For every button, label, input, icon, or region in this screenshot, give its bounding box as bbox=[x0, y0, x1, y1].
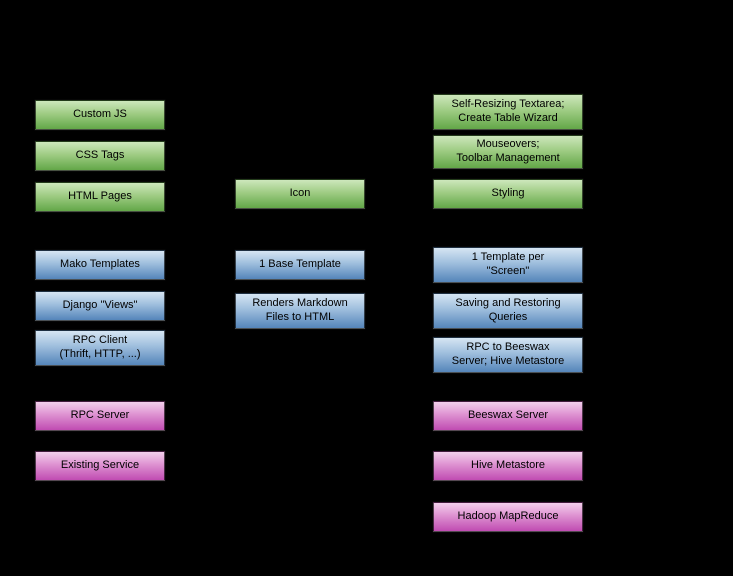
box-existing-service: Existing Service bbox=[35, 451, 165, 481]
box-hive-metastore: Hive Metastore bbox=[433, 451, 583, 481]
box-mouseovers-toolbar: Mouseovers; Toolbar Management bbox=[433, 135, 583, 169]
box-mako-templates: Mako Templates bbox=[35, 250, 165, 280]
box-custom-js: Custom JS bbox=[35, 100, 165, 130]
box-styling: Styling bbox=[433, 179, 583, 209]
box-saving-restoring-queries: Saving and Restoring Queries bbox=[433, 293, 583, 329]
box-self-resizing-textarea: Self-Resizing Textarea; Create Table Wiz… bbox=[433, 94, 583, 130]
box-one-template-per-screen: 1 Template per "Screen" bbox=[433, 247, 583, 283]
box-hadoop-mapreduce: Hadoop MapReduce bbox=[433, 502, 583, 532]
box-one-base-template: 1 Base Template bbox=[235, 250, 365, 280]
box-icon: Icon bbox=[235, 179, 365, 209]
box-css-tags: CSS Tags bbox=[35, 141, 165, 171]
box-rpc-server: RPC Server bbox=[35, 401, 165, 431]
box-renders-markdown: Renders Markdown Files to HTML bbox=[235, 293, 365, 329]
box-html-pages: HTML Pages bbox=[35, 182, 165, 212]
box-django-views: Django "Views" bbox=[35, 291, 165, 321]
box-beeswax-server: Beeswax Server bbox=[433, 401, 583, 431]
box-rpc-to-beeswax: RPC to Beeswax Server; Hive Metastore bbox=[433, 337, 583, 373]
box-rpc-client: RPC Client (Thrift, HTTP, ...) bbox=[35, 330, 165, 366]
